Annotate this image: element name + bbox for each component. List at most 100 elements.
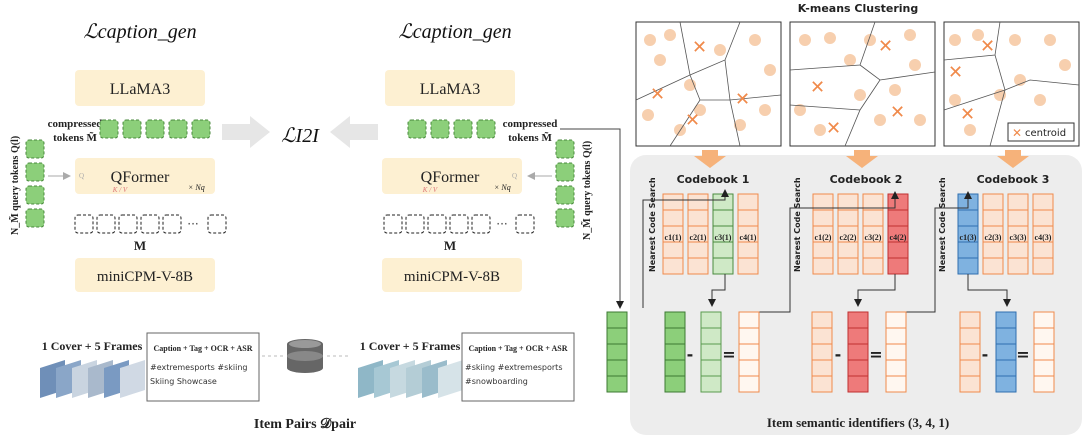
frame-thumbnails-right: [358, 360, 463, 398]
codebook-cell: [982, 257, 1004, 275]
i2i-arrow-right: [330, 116, 378, 148]
vector-cell: [811, 343, 833, 361]
operator-minus: -: [982, 345, 989, 364]
vector-cell: [738, 343, 760, 361]
dots-left: ···: [187, 217, 198, 231]
codebook-cell: [1007, 193, 1029, 211]
kmeans-arrow-2: [846, 150, 878, 168]
m-label-right: M: [444, 238, 456, 253]
vector-cell: [885, 359, 907, 377]
svg-text:✕: ✕: [980, 36, 995, 57]
codebook-cell: [1032, 241, 1054, 259]
vector-cell: [885, 343, 907, 361]
svg-text:✕: ✕: [735, 89, 750, 110]
nearest-label-3: Nearest Code Search: [938, 177, 947, 272]
llama-label-right: LLaMA3: [420, 81, 480, 98]
codebook-cell: [662, 193, 684, 211]
codebook-cell: [687, 257, 709, 275]
vector-cell: [1033, 343, 1055, 361]
vector-cell: [995, 343, 1017, 361]
vector-cell: [885, 311, 907, 329]
llama-label-left: LLaMA3: [110, 81, 170, 98]
codebook-cell: [687, 241, 709, 259]
residual-vectors: -=-=-=: [606, 311, 1055, 393]
caption-loss-left: ℒcaption_gen: [83, 21, 196, 43]
m-label-left: M: [134, 238, 146, 253]
codebook-cell: [812, 257, 834, 275]
kmeans-box-1: ✕ ✕ ✕ ✕: [635, 21, 782, 147]
codebook-1-title: Codebook 1: [677, 173, 750, 186]
vector-cell: [959, 343, 981, 361]
encoder-box-left: [75, 258, 215, 292]
codebook-cell: [862, 209, 884, 227]
route-cb3-out: [967, 274, 1011, 307]
kv-label-right: K / V: [422, 186, 438, 194]
code-label: c1(1): [665, 233, 682, 242]
svg-text:✕: ✕: [685, 110, 700, 131]
kmeans-arrow-3: [997, 150, 1029, 168]
svg-text:✕: ✕: [890, 102, 905, 123]
codebook-cell: [837, 209, 859, 227]
vector-cell: [738, 327, 760, 345]
codebook-cell: [687, 193, 709, 211]
centroid-legend-icon: ✕: [1012, 126, 1022, 140]
vector-cell: [664, 327, 686, 345]
code-label: c3(1): [715, 233, 732, 242]
encoder-label-right: miniCPM-V-8B: [404, 269, 500, 285]
vector-cell: [995, 327, 1017, 345]
caption-loss-right: ℒcaption_gen: [398, 21, 511, 43]
route-to-cb2: [752, 191, 899, 313]
centroid-legend-label: centroid: [1025, 128, 1066, 139]
codebook-cell: [712, 257, 734, 275]
query-tokens-label-right: N_M̃ query tokens Q(l): [580, 141, 593, 240]
i2i-loss: ℒI2I: [281, 125, 320, 147]
codebook-cell: [1032, 209, 1054, 227]
nearest-label-2: Nearest Code Search: [793, 177, 802, 272]
vector-cell: [1033, 375, 1055, 393]
frames-label-left: 1 Cover + 5 Frames: [42, 339, 143, 353]
text-card-right: [461, 332, 575, 402]
vector-cell: [738, 359, 760, 377]
codebook-cell: [812, 209, 834, 227]
dots-right: ···: [496, 217, 507, 231]
vector-cell: [700, 327, 722, 345]
vector-cell: [606, 359, 628, 377]
codebook-cell: [662, 209, 684, 227]
operator-minus: -: [835, 345, 842, 364]
codebooks: c1(1)c2(1)c3(1)c4(1)c1(2)c2(2)c3(2)c4(2)…: [662, 193, 1054, 275]
vector-cell: [1033, 359, 1055, 377]
codebook-cell: [887, 241, 909, 259]
codebook-cell: [737, 193, 759, 211]
operator-equals: =: [1016, 345, 1029, 364]
encoder-box-right: [382, 258, 522, 292]
card-title-left: Caption + Tag + OCR + ASR: [153, 344, 252, 353]
vector-cell: [700, 343, 722, 361]
code-label: c4(3): [1035, 233, 1052, 242]
vector-cell: [847, 375, 869, 393]
code-label: c1(2): [815, 233, 832, 242]
codebook-cell: [1032, 193, 1054, 211]
q-label-right: Q: [512, 172, 517, 180]
codebook-cell: [837, 257, 859, 275]
qformer-box-left: [75, 158, 215, 194]
codebook-cell: [662, 257, 684, 275]
code-label: c3(2): [865, 233, 882, 242]
compressed-label2-left: tokens M̃: [53, 131, 97, 144]
svg-text:✕: ✕: [878, 36, 893, 57]
codebook-3-title: Codebook 3: [977, 173, 1050, 186]
kmeans-box-2: ✕ ✕ ✕ ✕: [789, 21, 936, 147]
frame-thumbnails-left: [40, 360, 145, 398]
vector-cell: [885, 375, 907, 393]
visual-tokens-right: [383, 214, 535, 234]
vector-cell: [606, 311, 628, 329]
codebook-cell: [712, 209, 734, 227]
svg-text:✕: ✕: [948, 62, 963, 83]
query-tokens-label-left: N_M̃ query tokens Q(l): [8, 136, 21, 235]
vector-cell: [847, 311, 869, 329]
codebook-cell: [862, 257, 884, 275]
compressed-tokens-left: [99, 119, 119, 139]
vector-cell: [995, 375, 1017, 393]
codebook-cell: [687, 209, 709, 227]
